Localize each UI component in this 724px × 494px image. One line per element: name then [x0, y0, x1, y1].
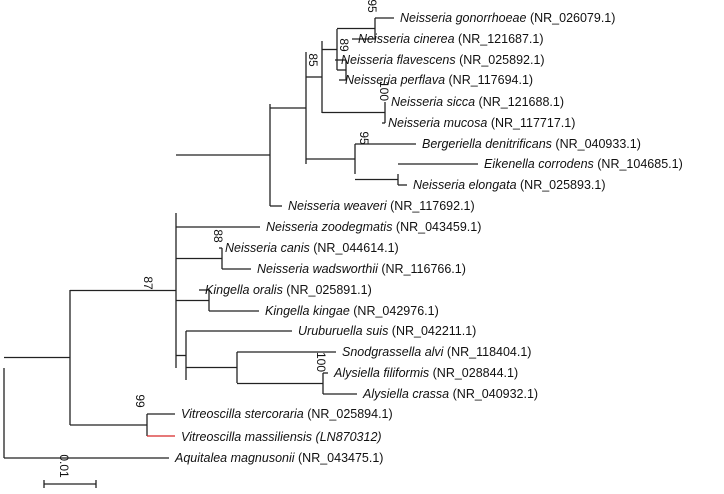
taxon-label-ncin: Neisseria cinerea (NR_121687.1): [358, 32, 544, 46]
bootstrap-label-b88: 88: [211, 229, 225, 243]
tree-branches: [3, 17, 478, 459]
taxon-accession: (NR_025893.1): [520, 178, 605, 192]
bootstrap-label-b100a: 100: [377, 81, 391, 101]
taxon-name: Vitreoscilla massiliensis: [181, 430, 316, 444]
bootstrap-label-b95a: 95: [365, 0, 379, 13]
taxon-label-nmuc: Neisseria mucosa (NR_117717.1): [388, 116, 575, 130]
taxon-label-kora: Kingella oralis (NR_025891.1): [205, 283, 372, 297]
taxon-label-ecor: Eikenella corrodens (NR_104685.1): [484, 157, 683, 171]
taxon-label-usui: Uruburuella suis (NR_042211.1): [298, 324, 476, 338]
taxon-label-nwea: Neisseria weaveri (NR_117692.1): [288, 199, 475, 213]
taxon-label-nwad: Neisseria wadsworthii (NR_116766.1): [257, 262, 466, 276]
taxon-label-ncan: Neisseria canis (NR_044614.1): [225, 241, 399, 255]
taxon-label-nzoo: Neisseria zoodegmatis (NR_043459.1): [266, 220, 481, 234]
taxon-name: Neisseria mucosa: [388, 116, 491, 130]
taxon-label-ngon: Neisseria gonorrhoeae (NR_026079.1): [400, 11, 615, 25]
taxon-name: Neisseria canis: [225, 241, 313, 255]
taxon-label-nsic: Neisseria sicca (NR_121688.1): [391, 95, 564, 109]
bootstrap-label-b87: 87: [141, 276, 155, 290]
bootstrap-values: 95 89 85 100 95 88 87 100 99: [133, 0, 391, 408]
taxon-accession: (NR_121687.1): [458, 32, 543, 46]
taxon-accession: (NR_040933.1): [555, 137, 640, 151]
taxon-label-bden: Bergeriella denitrificans (NR_040933.1): [422, 137, 641, 151]
taxon-accession: (NR_043459.1): [396, 220, 481, 234]
taxon-name: Aquitalea magnusonii: [174, 451, 298, 465]
taxon-name: Neisseria gonorrhoeae: [400, 11, 530, 25]
taxon-accession: (NR_121688.1): [479, 95, 564, 109]
taxon-label-salv: Snodgrassella alvi (NR_118404.1): [342, 345, 531, 359]
taxon-accession: (NR_026079.1): [530, 11, 615, 25]
taxon-label-nelo: Neisseria elongata (NR_025893.1): [413, 178, 605, 192]
taxon-accession: (LN870312): [316, 430, 382, 444]
taxon-name: Vitreoscilla stercoraria: [181, 407, 307, 421]
taxon-name: Neisseria wadsworthii: [257, 262, 381, 276]
taxon-label-kkin: Kingella kingae (NR_042976.1): [265, 304, 439, 318]
taxon-name: Alysiella filiformis: [333, 366, 433, 380]
taxon-accession: (NR_117717.1): [491, 116, 576, 130]
taxon-name: Alysiella crassa: [362, 387, 453, 401]
taxon-name: Neisseria sicca: [391, 95, 479, 109]
taxon-accession: (NR_117694.1): [449, 73, 534, 87]
taxon-name: Eikenella corrodens: [484, 157, 597, 171]
taxon-accession: (NR_116766.1): [381, 262, 466, 276]
taxon-accession: (NR_043475.1): [298, 451, 383, 465]
taxon-label-afil: Alysiella filiformis (NR_028844.1): [333, 366, 518, 380]
taxon-accession: (NR_104685.1): [597, 157, 682, 171]
scale-bar: 0.01: [43, 454, 97, 488]
taxon-name: Neisseria flavescens: [341, 53, 459, 67]
taxon-labels: Neisseria gonorrhoeae (NR_026079.1)Neiss…: [174, 11, 683, 465]
bootstrap-label-b99: 99: [133, 394, 147, 408]
bootstrap-label-b89: 89: [337, 38, 351, 52]
taxon-accession: (NR_042211.1): [392, 324, 477, 338]
taxon-name: Uruburuella suis: [298, 324, 392, 338]
taxon-label-nfla: Neisseria flavescens (NR_025892.1): [341, 53, 545, 67]
bootstrap-label-b85: 85: [306, 53, 320, 67]
taxon-accession: (NR_118404.1): [447, 345, 532, 359]
taxon-name: Neisseria weaveri: [288, 199, 390, 213]
taxon-accession: (NR_044614.1): [313, 241, 398, 255]
taxon-label-amag: Aquitalea magnusonii (NR_043475.1): [174, 451, 383, 465]
taxon-label-nper: Neisseria perflava (NR_117694.1): [345, 73, 533, 87]
taxon-name: Bergeriella denitrificans: [422, 137, 555, 151]
taxon-accession: (NR_025891.1): [286, 283, 371, 297]
taxon-name: Neisseria zoodegmatis: [266, 220, 396, 234]
taxon-accession: (NR_028844.1): [433, 366, 518, 380]
taxon-name: Snodgrassella alvi: [342, 345, 447, 359]
taxon-name: Neisseria cinerea: [358, 32, 458, 46]
taxon-label-vste: Vitreoscilla stercoraria (NR_025894.1): [181, 407, 393, 421]
taxon-name: Neisseria elongata: [413, 178, 520, 192]
scale-bar-label: 0.01: [57, 454, 71, 478]
taxon-accession: (NR_117692.1): [390, 199, 475, 213]
taxon-label-vmas: Vitreoscilla massiliensis (LN870312): [181, 430, 382, 444]
taxon-accession: (NR_040932.1): [453, 387, 538, 401]
taxon-name: Neisseria perflava: [345, 73, 449, 87]
taxon-accession: (NR_042976.1): [353, 304, 438, 318]
taxon-label-acra: Alysiella crassa (NR_040932.1): [362, 387, 538, 401]
taxon-name: Kingella oralis: [205, 283, 286, 297]
bootstrap-label-b95b: 95: [357, 131, 371, 145]
taxon-accession: (NR_025892.1): [459, 53, 544, 67]
taxon-accession: (NR_025894.1): [307, 407, 392, 421]
bootstrap-label-b100b: 100: [314, 352, 328, 372]
taxon-name: Kingella kingae: [265, 304, 353, 318]
